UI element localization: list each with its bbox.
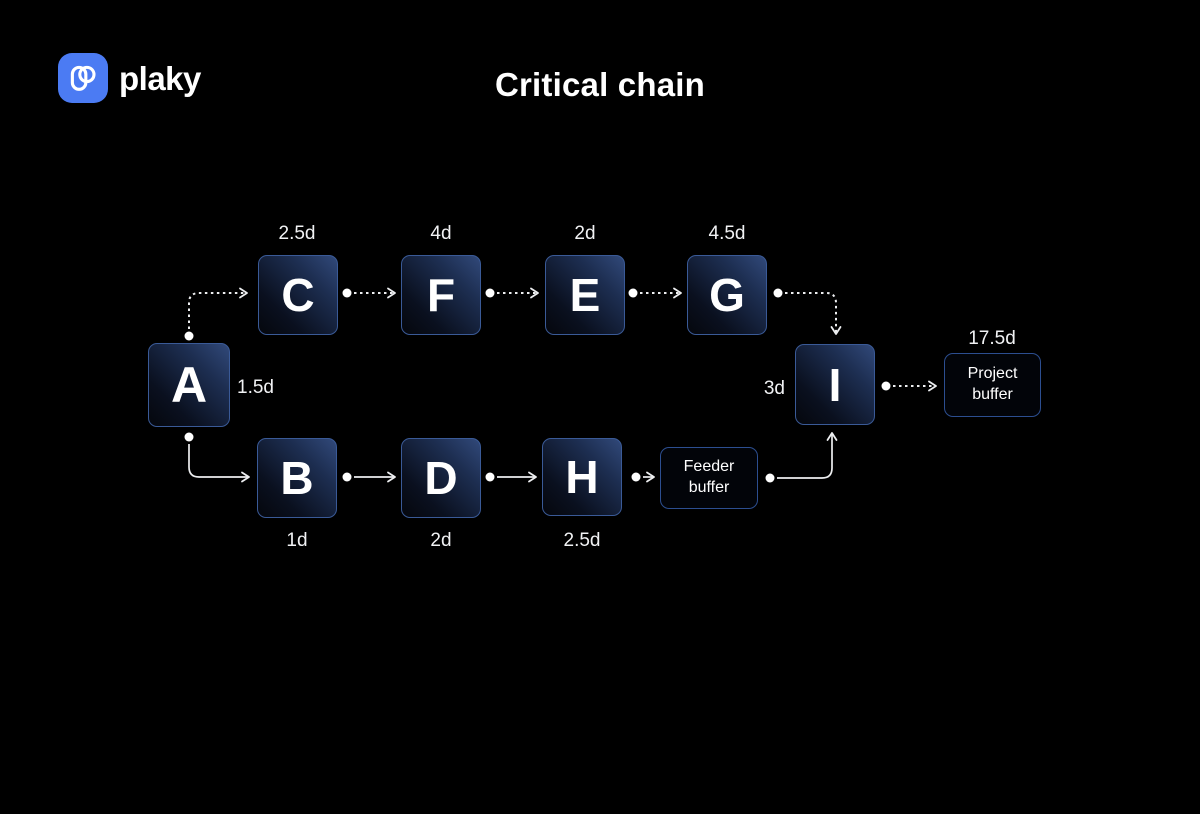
task-node-b: B [257,438,337,518]
task-node-h: H [542,438,622,516]
task-node-c: C [258,255,338,335]
edge-a-c [188,287,248,329]
duration-label-project-buffer: 17.5d [968,328,1016,349]
edge-feederbuffer-i [777,432,838,479]
duration-label-g: 4.5d [708,223,746,244]
edge-g-i [785,292,842,335]
task-node-e: E [545,255,625,335]
duration-label-b: 1d [286,530,308,551]
task-node-c-label: C [281,269,315,321]
task-node-f: F [401,255,481,335]
task-node-g: G [687,255,767,335]
duration-label-c: 2.5d [278,223,316,244]
task-node-e-label: E [569,269,601,321]
feeder-buffer-box: Feeder buffer [660,447,758,509]
task-node-a-label: A [170,357,208,413]
brand-logo: plaky [58,53,201,103]
page-title: Critical chain [494,66,706,103]
task-node-b-label: B [280,452,314,504]
duration-label-d: 2d [430,530,452,551]
brand-name: plaky [119,59,201,97]
task-node-a: A [148,343,230,427]
duration-label-e: 2d [574,223,596,244]
edge-a-b [188,444,250,483]
project-buffer-box: Project buffer [944,353,1041,417]
duration-label-h: 2.5d [563,530,601,551]
duration-label-f: 4d [430,223,452,244]
task-node-h-label: H [565,451,599,503]
task-node-d-label: D [424,452,458,504]
task-node-i-label: I [828,358,842,411]
duration-label-a: 1.5d [237,377,274,398]
plaky-logo-icon [58,53,108,103]
task-node-d: D [401,438,481,518]
task-node-i: I [795,344,875,425]
task-node-f-label: F [426,269,456,321]
task-node-g-label: G [709,269,745,321]
duration-label-i: 3d [763,378,785,399]
